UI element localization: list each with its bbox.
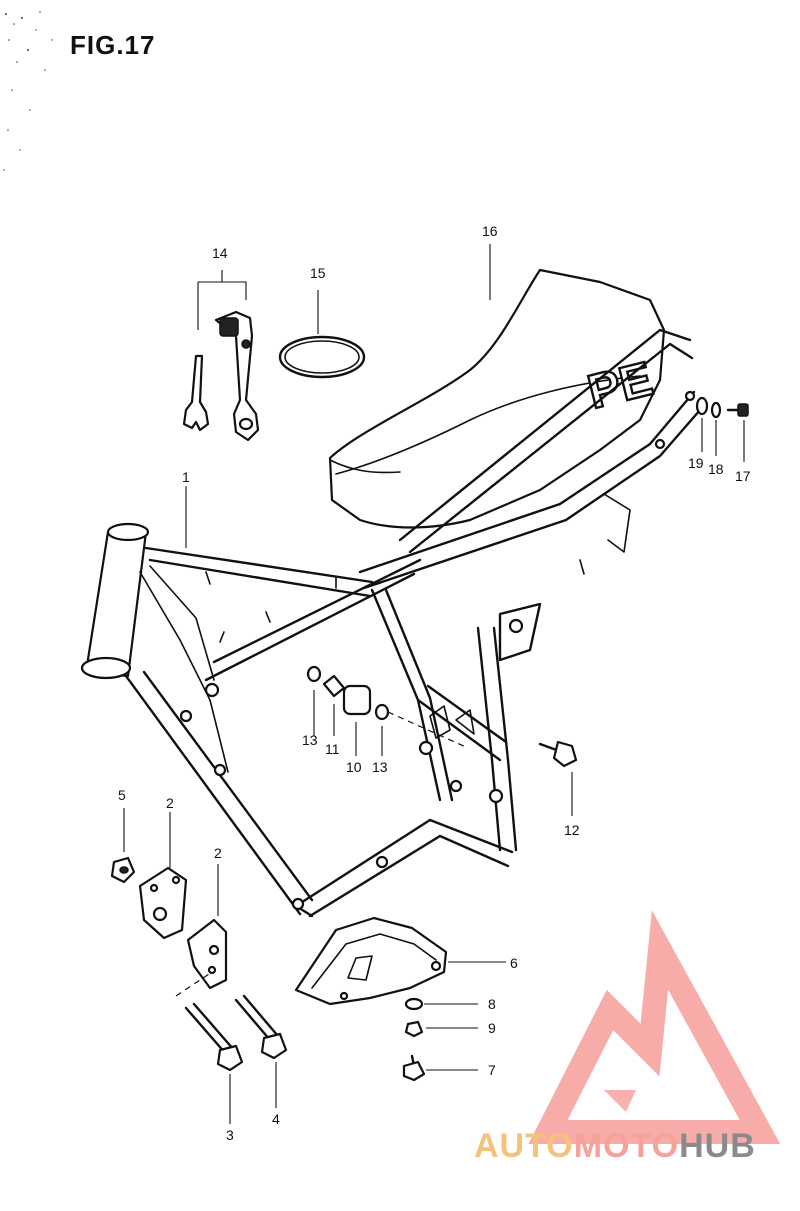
parts-3-4-bolts — [184, 994, 288, 1124]
part-1-frame — [80, 328, 702, 918]
part-6-skid-plate — [294, 916, 506, 1006]
callout-8: 8 — [488, 996, 496, 1012]
callout-9: 9 — [488, 1020, 496, 1036]
watermark-logo — [528, 910, 781, 1144]
part-15-band — [278, 290, 366, 379]
callout-17: 17 — [735, 468, 751, 484]
callout-19: 19 — [688, 455, 704, 471]
callout-1: 1 — [182, 469, 190, 485]
part-5-nut — [110, 808, 136, 884]
callout-4: 4 — [272, 1111, 280, 1127]
part-2-plates — [138, 812, 228, 997]
watermark-moto: MOTO — [573, 1127, 680, 1165]
parts-17-18-19-fasteners — [695, 396, 749, 462]
callout-10: 10 — [346, 759, 362, 775]
callout-5: 5 — [118, 787, 126, 803]
callout-13-right: 13 — [372, 759, 388, 775]
callout-2-lower: 2 — [214, 845, 222, 861]
parts-7-8-9-fasteners — [402, 997, 478, 1082]
callout-15: 15 — [310, 265, 326, 281]
part-14-tool-set — [182, 270, 260, 442]
scan-noise — [3, 11, 53, 171]
watermark-wordmark: AUTOMOTOHUB — [474, 1128, 756, 1164]
part-16-seat: PE — [328, 244, 666, 529]
callout-6: 6 — [510, 955, 518, 971]
callout-13-left: 13 — [302, 732, 318, 748]
watermark-hub: HUB — [679, 1127, 756, 1165]
callout-11: 11 — [325, 741, 340, 757]
parts-10-11-13-bushings — [306, 665, 390, 756]
part-12-bolt — [538, 740, 578, 816]
callout-14: 14 — [212, 245, 228, 261]
callout-3: 3 — [226, 1127, 234, 1143]
callout-16: 16 — [482, 223, 498, 239]
callout-7: 7 — [488, 1062, 496, 1078]
callout-2-upper: 2 — [166, 795, 174, 811]
watermark-auto: AUTO — [474, 1127, 574, 1165]
callout-18: 18 — [708, 461, 724, 477]
callout-12: 12 — [564, 822, 580, 838]
figure-title: FIG.17 — [70, 30, 156, 60]
